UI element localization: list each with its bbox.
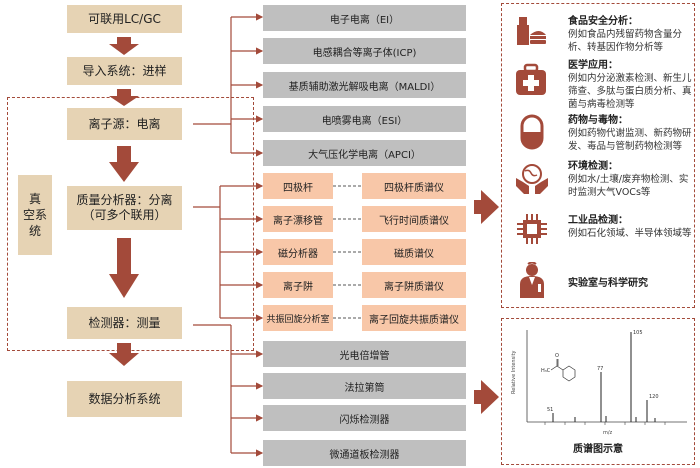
app-lab-research: 实验室与科学研究 xyxy=(568,277,693,290)
medical-kit-icon xyxy=(516,63,546,95)
ms-magnetic: 磁质谱仪 xyxy=(362,239,466,265)
ms-fticr: 离子回旋共振质谱仪 xyxy=(362,305,466,331)
flow-ion-source: 离子源：电离 xyxy=(67,108,182,140)
spectrum-caption: 质谱图示意 xyxy=(573,444,623,455)
app-medical-title: 医学应用： xyxy=(568,60,618,71)
detector-faraday: 法拉第筒 xyxy=(263,373,466,399)
spectrum-xlabel: m/z xyxy=(603,430,613,436)
app-medical-desc: 例如内分泌激素检测、新生儿筛查、多肽与蛋白质分析、真菌与病毒检测等 xyxy=(568,73,692,110)
vacuum-label-line3: 统 xyxy=(28,224,41,238)
svg-text:O: O xyxy=(555,353,559,359)
flow-inlet: 导入系统：进样 xyxy=(67,57,182,85)
analyzer-quadrupole: 四极杆 xyxy=(263,173,333,199)
scientist-icon xyxy=(520,262,544,298)
ms-ion-trap: 离子阱质谱仪 xyxy=(362,272,466,298)
peak-label-105: 105 xyxy=(633,330,643,336)
flow-data-system: 数据分析系统 xyxy=(67,381,182,417)
app-industrial-desc: 例如石化领域、半导体领域等 xyxy=(568,228,692,239)
app-drugs: 药物与毒物： 例如药物代谢监测、新药物研发、毒品与管制药物检测等 xyxy=(568,114,693,153)
analyzer-line2: （可多个联用） xyxy=(82,208,167,222)
peak-label-51: 51 xyxy=(547,407,553,413)
analyzer-cyclotron: 共振回旋分析室 xyxy=(263,305,333,331)
ion-source-maldi: 基质辅助激光解吸电离（MALDI） xyxy=(263,72,466,98)
ion-source-esi: 电喷雾电离（ESI） xyxy=(263,106,466,132)
analyzer-line1: 质量分析器：分离 xyxy=(76,193,173,207)
app-food-safety-desc: 例如食品内残留药物含量分析、转基因作物分析等 xyxy=(568,29,683,53)
vacuum-system-label: 真 空系 统 xyxy=(18,175,52,255)
app-industrial: 工业品检测： 例如石化领域、半导体领域等 xyxy=(568,214,693,240)
food-safety-icon xyxy=(517,17,546,45)
ion-source-apci: 大气压化学电离（APCI） xyxy=(263,140,466,166)
environment-icon xyxy=(516,164,548,194)
ms-tof: 飞行时间质谱仪 xyxy=(362,206,466,232)
detector-pmt: 光电倍增管 xyxy=(263,341,466,367)
app-environment: 环境检测： 例如水/土壤/废弃物检测、实时监测大气VOCs等 xyxy=(568,160,693,199)
detector-scintillation: 闪烁检测器 xyxy=(263,405,466,431)
app-lab-research-title: 实验室与科学研究 xyxy=(568,278,648,289)
analyzer-magnetic: 磁分析器 xyxy=(263,239,333,265)
mass-spectrum-image: Relative Intensity H₃C O 51 77 105 120 m… xyxy=(511,330,687,436)
app-food-safety-title: 食品安全分析： xyxy=(568,16,638,27)
peak-label-120: 120 xyxy=(649,394,659,400)
applications-panel xyxy=(501,3,695,308)
svg-text:Relative Intensity: Relative Intensity xyxy=(511,350,517,394)
spectrum-panel xyxy=(501,318,695,465)
app-drugs-title: 药物与毒物： xyxy=(568,115,628,126)
detector-mcp: 微通道板检测器 xyxy=(263,440,466,466)
analyzer-ion-trap: 离子阱 xyxy=(263,272,333,298)
app-environment-title: 环境检测： xyxy=(568,161,618,172)
app-food-safety: 食品安全分析： 例如食品内残留药物含量分析、转基因作物分析等 xyxy=(568,15,693,54)
chip-icon xyxy=(517,214,547,244)
ms-quadrupole: 四极杆质谱仪 xyxy=(362,173,466,199)
analyzer-drift-tube: 离子漂移管 xyxy=(263,206,333,232)
flow-mass-analyzer: 质量分析器：分离 （可多个联用） xyxy=(67,186,182,230)
capsule-icon xyxy=(520,114,544,150)
ion-source-icp: 电感耦合等离子体(ICP) xyxy=(263,38,466,64)
vacuum-label-line1: 真 xyxy=(28,192,41,206)
flow-detector: 检测器：测量 xyxy=(67,307,182,339)
app-environment-desc: 例如水/土壤/废弃物检测、实时监测大气VOCs等 xyxy=(568,174,689,198)
peak-label-77: 77 xyxy=(597,366,603,372)
app-medical: 医学应用： 例如内分泌激素检测、新生儿筛查、多肽与蛋白质分析、真菌与病毒检测等 xyxy=(568,59,693,111)
app-drugs-desc: 例如药物代谢监测、新药物研发、毒品与管制药物检测等 xyxy=(568,128,692,152)
app-industrial-title: 工业品检测： xyxy=(568,215,628,226)
flow-lc-gc: 可联用LC/GC xyxy=(67,5,182,33)
vacuum-system-region xyxy=(7,97,254,351)
ion-source-ei: 电子电离（EI） xyxy=(263,5,466,31)
vacuum-label-line2: 空系 xyxy=(22,208,47,222)
svg-text:H₃C: H₃C xyxy=(541,368,551,374)
